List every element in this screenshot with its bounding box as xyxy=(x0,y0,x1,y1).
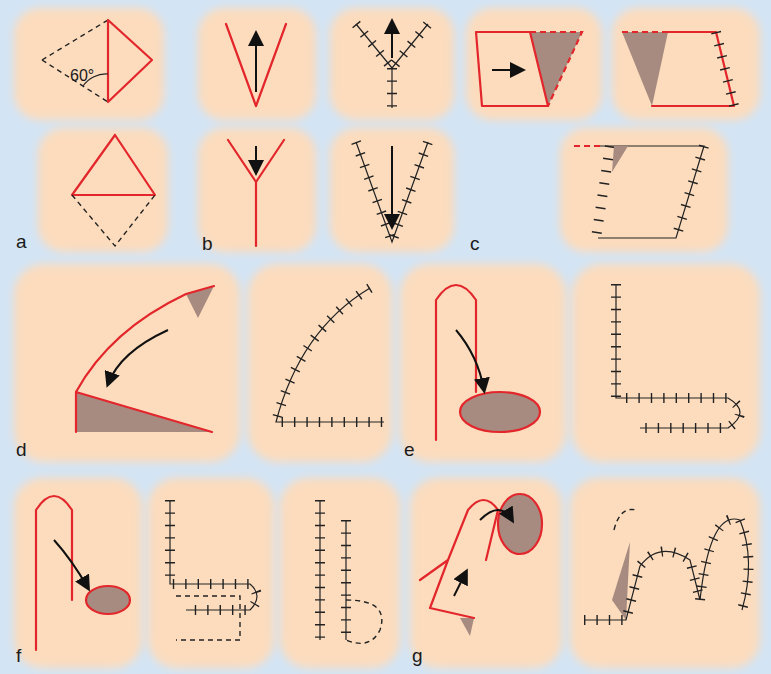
panel-letter: c xyxy=(470,234,480,253)
panel-letter: b xyxy=(202,234,213,253)
panel-letter: a xyxy=(16,232,27,251)
panel-letter: e xyxy=(404,440,415,459)
panel-letter: g xyxy=(412,646,423,665)
angle-label: 60° xyxy=(70,68,94,84)
panel-letter: d xyxy=(16,440,27,459)
panel-letter: f xyxy=(16,646,21,665)
